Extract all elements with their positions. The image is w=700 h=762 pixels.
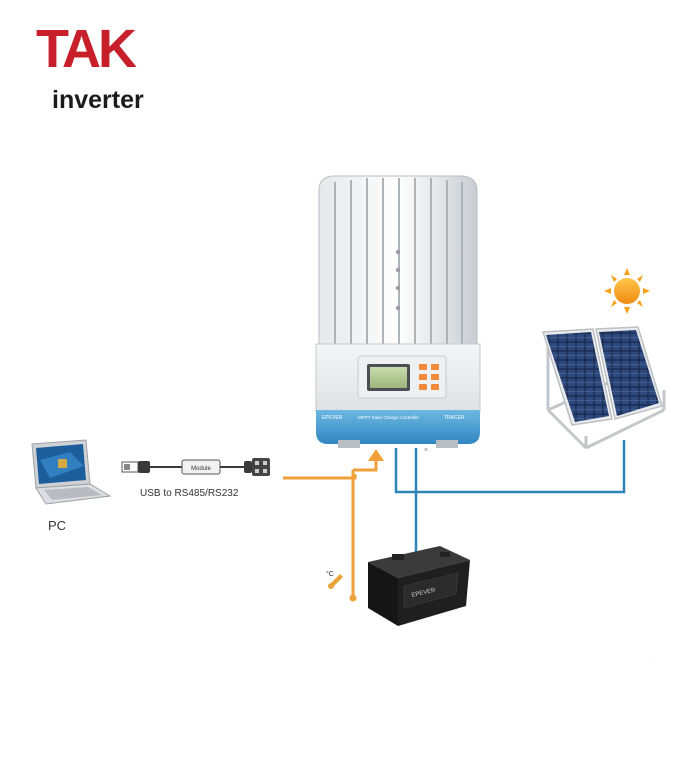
communication-wire — [283, 474, 355, 478]
solar-panel-array — [543, 327, 664, 448]
controller-brand-right: TRACER — [444, 415, 465, 421]
usb-rs485-cable: Module — [122, 458, 270, 476]
svg-text:×: × — [424, 447, 428, 454]
charge-controller: EPEVER MPPT Solar Charge Controller TRAC… — [316, 176, 480, 454]
controller-model-text: MPPT Solar Charge Controller — [358, 415, 419, 420]
controller-brand-left: EPEVER — [322, 415, 343, 421]
pc-label: PC — [48, 518, 66, 533]
laptop-icon — [32, 440, 110, 504]
module-label: Module — [191, 466, 211, 472]
battery-icon: EPEVER — [368, 546, 470, 626]
cable-label: USB to RS485/RS232 — [140, 488, 238, 499]
temperature-unit-label: °C — [326, 570, 334, 578]
svg-text:·: · — [653, 656, 655, 662]
sun-icon — [604, 268, 650, 314]
